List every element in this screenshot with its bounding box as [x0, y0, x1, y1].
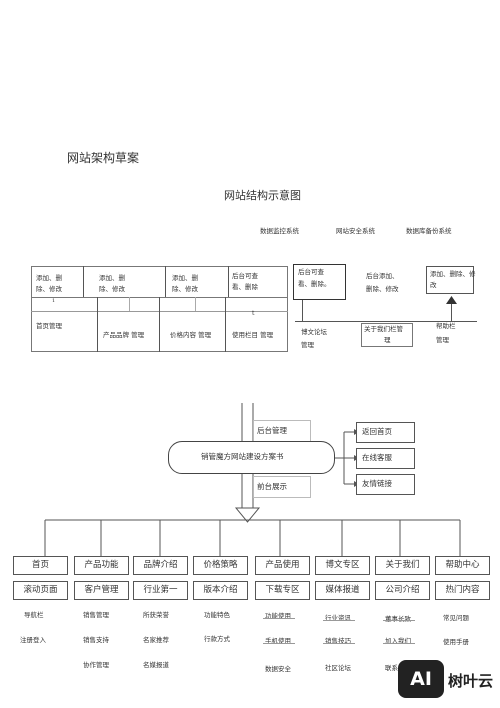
frontend-box: 前台展示 [253, 476, 311, 498]
grid-cell-2-line1: 添加、删 [99, 274, 125, 282]
brand-item-experts[interactable]: 名家推荐 [143, 636, 169, 644]
edit-box-line1: 添加、删除、修 [430, 270, 476, 278]
price-item-features[interactable]: 功能特色 [204, 611, 230, 619]
product-item-sales-manage[interactable]: 销售管理 [83, 611, 109, 619]
product-item-sales-support[interactable]: 销售支持 [83, 636, 109, 644]
nav-pricing[interactable]: 价格策略 [193, 556, 248, 575]
nav-sub-company-intro[interactable]: 公司介绍 [375, 581, 430, 600]
watermark-text: 树叶云 [448, 672, 494, 690]
grid-mark-1: 1 [52, 298, 56, 304]
usage-item-mobile[interactable]: 手机使用 [265, 637, 291, 645]
nav-help-center[interactable]: 帮助中心 [435, 556, 490, 575]
link-return-home-label: 返回首页 [362, 427, 392, 436]
help-manage-line1: 帮助栏 [436, 322, 456, 330]
grid-price-manage: 价格内容 管理 [170, 331, 212, 339]
home-item-register-login[interactable]: 注册登入 [20, 636, 46, 644]
nav-sub-media-report[interactable]: 媒体报道 [315, 581, 370, 600]
link-friend-links[interactable]: 友情链接 [356, 474, 415, 495]
blog-item-community[interactable]: 社区论坛 [325, 664, 351, 672]
doc-subtitle: 网站结构示意图 [224, 189, 301, 202]
frontend-label: 前台展示 [257, 482, 287, 491]
watermark-logo: AI [398, 660, 444, 698]
backend-view-line2: 看、删除。 [298, 280, 331, 288]
grid-mark-t: t [252, 310, 255, 317]
grid-cell-3-line2: 除、修改 [172, 285, 198, 293]
doc-title: 网站架构草案 [67, 151, 140, 165]
nav-home[interactable]: 首页 [13, 556, 68, 575]
about-item-chairman[interactable]: 董事长致 [385, 615, 411, 623]
help-manage-line2: 管理 [436, 336, 449, 344]
nav-product-features[interactable]: 产品功能 [74, 556, 129, 575]
backend-view-line1: 后台可查 [298, 268, 324, 276]
backend-manage-label: 后台管理 [257, 426, 287, 435]
grid-usage-manage: 使用栏目 管理 [232, 331, 274, 339]
forum-manage-line1: 博文论坛 [301, 328, 327, 336]
nav-sub-version-intro[interactable]: 版本介绍 [193, 581, 248, 600]
link-friend-links-label: 友情链接 [362, 479, 392, 488]
usage-item-data-security[interactable]: 数据安全 [265, 665, 291, 673]
system-label-security: 网站安全系统 [336, 227, 375, 235]
link-online-service-label: 在线客服 [362, 453, 392, 462]
usage-item-function[interactable]: 功能使用 [265, 612, 291, 620]
about-manage-box: 关于我们栏管 理 [361, 323, 413, 347]
edit-box-line2: 改 [430, 281, 437, 289]
nav-about-us[interactable]: 关于我们 [375, 556, 430, 575]
backend-edit-line2: 删除、修改 [366, 285, 399, 293]
management-grid: 添加、删 除、修改 添加、删 除、修改 添加、删 除、修改 后台可查 看、删除 … [31, 266, 288, 352]
system-label-monitor: 数据监控系统 [260, 227, 299, 235]
center-proposal-box: 销管魔方网站建设方案书 [168, 441, 335, 474]
help-item-faq[interactable]: 常见问题 [443, 614, 469, 622]
nav-blog[interactable]: 博文专区 [315, 556, 370, 575]
link-online-service[interactable]: 在线客服 [356, 448, 415, 469]
backend-manage-box: 后台管理 [253, 420, 311, 442]
grid-cell-3-line1: 添加、删 [172, 274, 198, 282]
home-item-navbar[interactable]: 导航栏 [24, 611, 44, 619]
nav-sub-customer-manage[interactable]: 客户管理 [74, 581, 129, 600]
forum-manage-line2: 管理 [301, 341, 314, 349]
system-label-backup: 数据库备份系统 [406, 227, 452, 235]
nav-product-usage[interactable]: 产品使用 [255, 556, 310, 575]
edit-box: 添加、删除、修 改 [426, 266, 476, 294]
grid-brand-manage: 产品品牌 管理 [103, 331, 145, 339]
nav-sub-hot-content[interactable]: 热门内容 [435, 581, 490, 600]
backend-view-box: 后台可查 看、删除。 [293, 264, 346, 300]
blog-item-sales-tips[interactable]: 销售技巧 [325, 637, 351, 645]
about-item-join-us[interactable]: 加入我们 [385, 637, 411, 645]
grid-cell-2-line2: 除、修改 [99, 285, 125, 293]
grid-cell-4-line2: 看、删除 [232, 283, 258, 291]
nav-brand-intro[interactable]: 品牌介绍 [133, 556, 188, 575]
about-item-contact[interactable]: 联系 [385, 664, 398, 672]
brand-item-media[interactable]: 名媒报道 [143, 661, 169, 669]
price-item-payment[interactable]: 行款方式 [204, 635, 230, 643]
product-item-collab-manage[interactable]: 协作管理 [83, 661, 109, 669]
about-manage-line2: 理 [384, 336, 391, 344]
backend-edit-line1: 后台添加、 [366, 272, 399, 280]
nav-sub-scroll-page[interactable]: 滚动页面 [13, 581, 68, 600]
nav-sub-download[interactable]: 下载专区 [255, 581, 310, 600]
grid-cell-1-line1: 添加、删 [36, 274, 62, 282]
about-manage-line1: 关于我们栏管 [364, 325, 403, 333]
nav-sub-industry-first[interactable]: 行业第一 [133, 581, 188, 600]
grid-cell-1-line2: 除、修改 [36, 285, 62, 293]
help-item-manual[interactable]: 使用手册 [443, 638, 469, 646]
grid-cell-4-line1: 后台可查 [232, 272, 258, 280]
up-arrow-icon [446, 296, 457, 304]
link-return-home[interactable]: 返回首页 [356, 422, 415, 443]
brand-item-honors[interactable]: 所获荣誉 [143, 611, 169, 619]
center-proposal-label: 销管魔方网站建设方案书 [201, 452, 284, 461]
grid-home-manage: 首页管理 [36, 322, 62, 330]
blog-item-industry-news[interactable]: 行业资讯 [325, 614, 351, 622]
